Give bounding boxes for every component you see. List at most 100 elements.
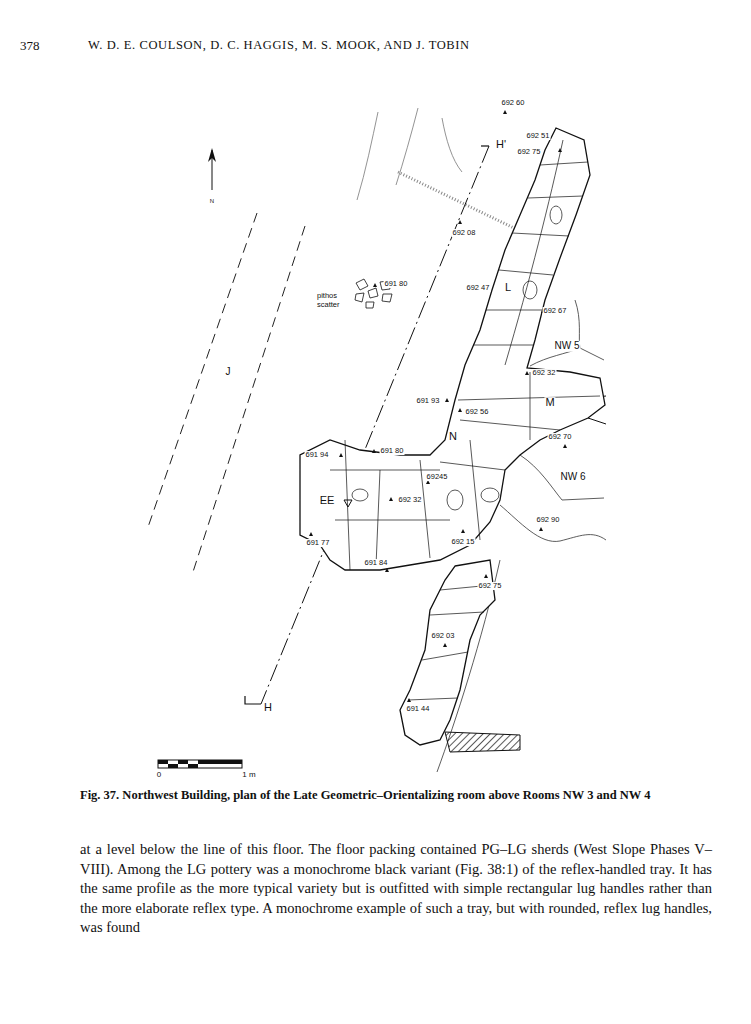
label-holder: 692 15	[451, 538, 476, 546]
dashed-line	[147, 213, 257, 530]
north-label: N	[209, 198, 215, 204]
scale-block	[188, 764, 198, 768]
label-holder: L	[504, 282, 512, 294]
stone	[481, 488, 499, 502]
scale-bar-blocks	[158, 760, 242, 768]
label-holder: NW 5	[554, 341, 581, 352]
elevation-label: 692 03	[431, 632, 456, 640]
scale-block	[158, 760, 168, 764]
section-tick	[245, 696, 261, 704]
elevation-label: 691 80	[380, 447, 405, 455]
figure-caption: Fig. 37. Northwest Building, plan of the…	[80, 787, 680, 804]
elevation-label: 691 44	[406, 705, 431, 713]
label-holder: 692 75	[478, 582, 503, 590]
section-label: H'	[495, 139, 507, 151]
contour-line	[442, 118, 462, 172]
stone	[447, 490, 463, 510]
caption-holder: Fig. 37. Northwest Building, plan of the…	[80, 787, 680, 804]
label-holder: 691 80	[380, 447, 405, 455]
elevation-point	[558, 148, 562, 152]
elevation-label: 692 67	[543, 307, 568, 315]
elevation-point	[372, 449, 376, 453]
label-holder: 691 77	[306, 539, 331, 547]
elevation-label: 692 08	[452, 229, 477, 237]
contour-line	[396, 108, 418, 185]
elevation-point	[385, 568, 389, 572]
label-holder: M	[544, 397, 555, 409]
elevation-label: 692 75	[478, 582, 503, 590]
scale-block	[178, 760, 188, 764]
elevation-label: 692 47	[466, 284, 491, 292]
feature-label: pithos scatter	[316, 292, 352, 309]
label-holder: 691 93	[416, 397, 441, 405]
running-head: W. D. E. COULSON, D. C. HAGGIS, M. S. MO…	[88, 38, 470, 53]
room-label: EE	[319, 495, 336, 507]
label-holder: 692 47	[466, 284, 491, 292]
elevation-label: 69245	[426, 473, 449, 481]
label-holder: 692 08	[452, 229, 477, 237]
elevation-label: 692 15	[451, 538, 476, 546]
elevation-points	[309, 110, 567, 702]
elevation-point	[458, 408, 462, 412]
section-label: H	[263, 702, 273, 714]
label-holder: 692 90	[536, 516, 561, 524]
elevation-point	[445, 398, 449, 402]
elevation-point	[525, 371, 529, 375]
label-holder: 691 80	[384, 280, 409, 288]
label-holder: pithos scatter	[316, 292, 352, 309]
stone-joints	[330, 140, 600, 570]
room-label: M	[544, 397, 555, 409]
label-holder: 692 75	[517, 148, 542, 156]
body-text: at a level below the line of this floor.…	[80, 840, 712, 938]
label-holder: 378	[20, 38, 40, 54]
area-label: J	[225, 367, 232, 378]
label-holder: 692 51	[526, 132, 551, 140]
label-holder: 69245	[426, 473, 449, 481]
stipple-band	[398, 172, 518, 230]
elevation-point	[539, 527, 543, 531]
elevation-label: 692 90	[536, 516, 561, 524]
elevation-point	[503, 110, 507, 114]
label-holder: 692 60	[501, 99, 526, 107]
scale-label: 1 m	[241, 771, 256, 779]
label-holder: N	[209, 198, 215, 204]
label-holder: 692 03	[431, 632, 456, 640]
stone	[352, 489, 368, 501]
label-holder: 1 m	[241, 771, 256, 779]
label-holder: J	[225, 367, 232, 378]
elevation-point	[339, 453, 343, 457]
label-holder: 692 32	[532, 369, 557, 377]
label-holder: 691 94	[305, 451, 330, 459]
scale-label: 0	[156, 771, 162, 779]
contour-line	[357, 112, 378, 200]
label-holder: H'	[495, 139, 507, 151]
label-holder: 692 67	[543, 307, 568, 315]
elevation-label: 692 75	[517, 148, 542, 156]
elevation-label: 692 60	[501, 99, 526, 107]
elevation-label: 692 51	[526, 132, 551, 140]
room-label: NW 5	[554, 341, 581, 352]
elevation-point	[461, 529, 465, 533]
elevation-label: 691 84	[364, 559, 389, 567]
label-holder: 691 44	[406, 705, 431, 713]
elevation-point	[458, 220, 462, 224]
elevation-label: 692 70	[548, 433, 573, 441]
scale-block	[168, 764, 178, 768]
room-outline	[520, 455, 604, 500]
stone-joints	[408, 585, 492, 700]
section-tick	[481, 145, 489, 146]
label-holder: 692 32	[398, 496, 423, 504]
elevation-label: 691 80	[384, 280, 409, 288]
elevation-label: 692 56	[465, 408, 490, 416]
elevation-point	[407, 698, 411, 702]
elevation-label: 692 32	[532, 369, 557, 377]
elevation-point	[443, 643, 447, 647]
elevation-point	[373, 283, 377, 287]
stone	[523, 281, 537, 299]
label-holder: H	[263, 702, 273, 714]
label-holder: EE	[319, 495, 336, 507]
label-holder: 0	[156, 771, 162, 779]
elevation-point	[309, 532, 313, 536]
room-outline	[500, 505, 606, 541]
